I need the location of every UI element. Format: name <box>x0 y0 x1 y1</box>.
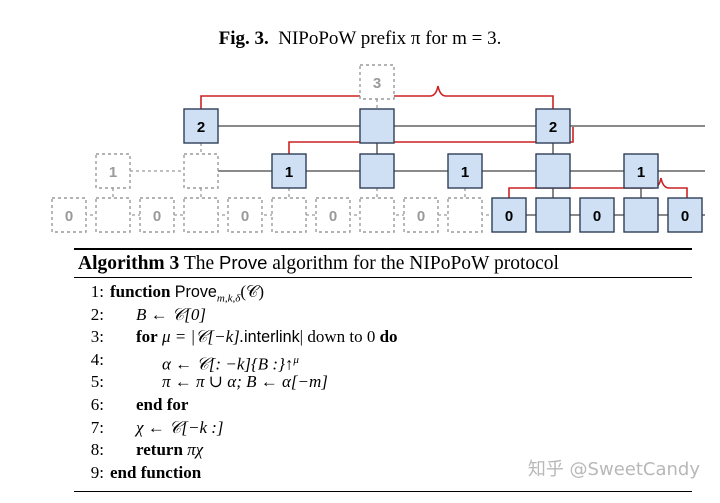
block-label: 1 <box>637 164 645 181</box>
block-solid <box>535 108 571 144</box>
algorithm-mid-rule <box>74 277 692 278</box>
figure-caption: Fig. 3. NIPoPoW prefix π for m = 3. <box>0 28 720 50</box>
block-dashed <box>227 197 263 233</box>
block-dashed <box>95 197 131 233</box>
interlink-text: interlink <box>244 328 300 347</box>
block-label: 0 <box>329 208 337 225</box>
block-label: 2 <box>549 119 557 136</box>
line-text-rest: | down to 0 <box>299 327 376 347</box>
line-text: μ = |𝒞[−k]. <box>161 327 245 347</box>
algorithm-line-6: 6: end for <box>74 394 692 417</box>
algorithm-line-1: 1: function Provem,k,δ(𝒞) <box>74 281 692 304</box>
keyword-end-function: end function <box>110 462 202 482</box>
line-text: χ ← 𝒞[−k :] <box>136 417 224 437</box>
keyword-end-for: end for <box>136 394 189 414</box>
block-solid <box>359 108 395 144</box>
algorithm-line-5: 5: π ← π ∪ α; B ← α[−m] <box>74 371 692 394</box>
line-number: 2: <box>90 304 104 324</box>
algorithm-bottom-rule <box>74 491 692 492</box>
block-solid <box>623 197 659 233</box>
algorithm-line-9: 9: end function <box>74 462 692 485</box>
line-text: α ← 𝒞[: −k]{B :}↑ <box>162 354 294 374</box>
line-number: 8: <box>90 440 104 460</box>
brace-level1 <box>288 127 574 154</box>
algorithm-line-4: 4: α ← 𝒞[: −k]{B :}↑μ <box>74 349 692 374</box>
level-1-blocks: 1 1 1 1 <box>95 153 659 189</box>
block-solid <box>359 153 395 189</box>
algorithm-line-8: 8: return πχ <box>74 439 692 462</box>
line-number: 6: <box>90 394 104 414</box>
keyword-return: return <box>136 440 183 460</box>
block-label: 0 <box>505 208 513 225</box>
figure-label: Fig. 3. <box>218 28 269 49</box>
watermark: 知乎 @SweetCandy <box>527 459 700 480</box>
block-dashed <box>403 197 439 233</box>
block-label: 1 <box>461 164 469 181</box>
block-label: 1 <box>285 164 293 181</box>
algorithm-title-pre: The <box>183 253 215 274</box>
block-label: 0 <box>417 208 425 225</box>
brace-level2 <box>200 85 554 109</box>
line-text: B ← 𝒞[0] <box>136 304 207 324</box>
func-arg: (𝒞) <box>240 282 265 301</box>
block-solid <box>535 153 571 189</box>
line-superscript: μ <box>293 353 299 366</box>
block-dashed <box>139 197 175 233</box>
block-dashed <box>51 197 87 233</box>
block-solid <box>535 197 571 233</box>
func-subscript: m,k,δ <box>216 292 241 305</box>
func-name: Prove <box>174 283 217 301</box>
algorithm-lines: 1: function Provem,k,δ(𝒞) 2: B ← 𝒞[0] 3:… <box>74 278 692 484</box>
block-label: 0 <box>593 208 601 225</box>
algorithm-line-3: 3: for μ = |𝒞[−k].interlink| down to 0 d… <box>74 326 692 349</box>
block-solid <box>579 197 615 233</box>
block-solid <box>623 153 659 189</box>
keyword-do: do <box>379 327 398 347</box>
block-dashed <box>359 64 395 100</box>
algorithm-title: Algorithm 3 The Prove algorithm for the … <box>74 250 692 277</box>
block-dashed <box>447 197 483 233</box>
line-text: π ← π ∪ α; B ← α[−m] <box>162 372 328 392</box>
level-2-blocks: 2 2 <box>183 108 571 144</box>
level-3-blocks: 3 <box>359 64 395 100</box>
level-0-blocks: 0 0 0 0 0 0 0 0 <box>51 197 703 233</box>
block-solid <box>183 108 219 144</box>
algorithm-line-2: 2: B ← 𝒞[0] <box>74 304 692 327</box>
block-dashed <box>359 197 395 233</box>
block-dashed <box>183 153 219 189</box>
keyword-for: for <box>136 327 158 347</box>
algorithm-top-rule <box>74 248 692 250</box>
block-label: 0 <box>241 208 249 225</box>
algorithm-box: Algorithm 3 The Prove algorithm for the … <box>74 248 692 484</box>
line-number: 1: <box>90 282 104 301</box>
line-number: 4: <box>90 349 104 369</box>
figure-caption-text: NIPoPoW prefix π for m = 3. <box>278 28 502 49</box>
line-number: 3: <box>90 327 104 347</box>
block-label: 0 <box>153 208 161 225</box>
block-solid <box>271 153 307 189</box>
block-solid <box>491 197 527 233</box>
block-solid <box>447 153 483 189</box>
algorithm-title-post: algorithm for the NIPoPoW protocol <box>272 253 559 274</box>
block-solid <box>667 197 703 233</box>
nipopow-chain-diagram: 0 0 0 0 0 0 0 0 1 1 1 1 <box>51 64 705 233</box>
block-label: 0 <box>65 208 73 225</box>
block-label: 0 <box>681 208 689 225</box>
line-number: 5: <box>90 372 104 392</box>
line-number: 7: <box>90 417 104 437</box>
keyword-function: function <box>110 282 171 301</box>
line-text: πχ <box>187 440 204 460</box>
block-dashed <box>315 197 351 233</box>
block-label: 2 <box>197 119 205 136</box>
algorithm-title-func: Prove <box>219 252 268 273</box>
block-dashed <box>183 197 219 233</box>
block-label: 3 <box>373 75 381 92</box>
algorithm-line-7: 7: χ ← 𝒞[−k :] <box>74 417 692 440</box>
block-dashed <box>271 197 307 233</box>
algorithm-label: Algorithm 3 <box>78 253 180 274</box>
block-label: 1 <box>109 164 117 181</box>
block-dashed <box>95 153 131 189</box>
line-number: 9: <box>90 462 104 482</box>
